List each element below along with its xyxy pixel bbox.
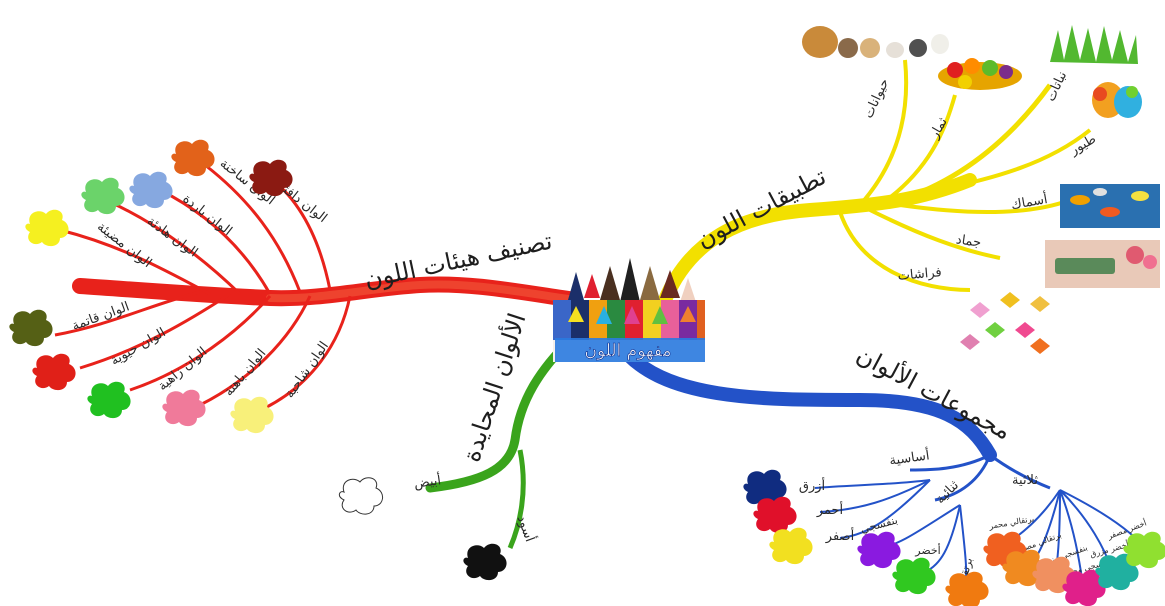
groups-main-line [613, 338, 997, 462]
blob-vivid [32, 353, 76, 391]
neutral-main-line [425, 335, 575, 493]
neutral-branch: الألوان المحايدة أبيض أسود [338, 309, 575, 581]
blob-yellow [769, 527, 813, 565]
blob-red [753, 496, 797, 534]
item-birds: طيور [1067, 132, 1099, 159]
butterflies-image [960, 292, 1050, 354]
animals-image [802, 26, 949, 58]
applications-branch: تطبيقات اللون حيوانات ثمار نباتات طيور أ… [658, 25, 1160, 354]
blob-faded [162, 389, 206, 427]
groups-title: مجموعات الألوان [852, 340, 1016, 446]
objects-image [1045, 240, 1160, 288]
center-title: مفهوم اللون [584, 341, 671, 361]
blob-hot [171, 139, 215, 177]
blob-yellow-green [1123, 531, 1165, 569]
item-vivid: الوان حيوية [108, 325, 168, 368]
item-calm: الوان هادئة [144, 214, 200, 261]
blob-white [338, 477, 384, 515]
secondary-label: ثنائية [933, 478, 962, 507]
fruits-image [938, 58, 1022, 90]
primary-label: أساسية [888, 446, 930, 468]
blob-bright [25, 209, 69, 247]
fish-image [1060, 184, 1160, 228]
item-animals: حيوانات [861, 76, 892, 121]
blob-dark [9, 309, 53, 347]
item-pale: الوان شاحبة [282, 339, 332, 401]
item-red: أحمر [816, 501, 843, 518]
blob-orange [945, 571, 989, 606]
item-bright: الوان مضيئة [94, 219, 154, 271]
item-green: أخضر [914, 543, 940, 557]
blob-calm [81, 177, 125, 215]
blob-pale [230, 396, 274, 434]
item-objects: جماد [955, 232, 982, 250]
blob-violet [857, 531, 901, 569]
item-faded: الوان باهتة [221, 346, 269, 399]
item-cold: الوان باردة [180, 191, 235, 239]
plants-image [1045, 25, 1140, 64]
blob-black [463, 543, 507, 581]
item-white: أبيض [413, 471, 442, 492]
blob-cold [129, 171, 173, 209]
item-yellow: أصفر [825, 527, 854, 544]
birds-image [1092, 82, 1142, 118]
item-violet: بنفسجي [859, 513, 899, 535]
neutral-title: الألوان المحايدة [456, 309, 531, 465]
item-lively: الوان زاهية [155, 345, 210, 395]
center-node: مفهوم اللون [553, 258, 705, 362]
blob-lively [87, 381, 131, 419]
item-butterflies: فراشات [897, 265, 942, 284]
groups-branch: مجموعات الألوان أساسية ثنائية ثلاثية أزر… [613, 338, 1165, 606]
blob-green [892, 557, 936, 595]
tertiary-label: ثلاثية [1012, 473, 1038, 488]
item-fish: أسماك [1010, 190, 1049, 213]
item-dark: الوان قاتمة [70, 299, 131, 334]
item-black: أسود [514, 513, 539, 544]
item-blue: أزرق [799, 477, 825, 494]
